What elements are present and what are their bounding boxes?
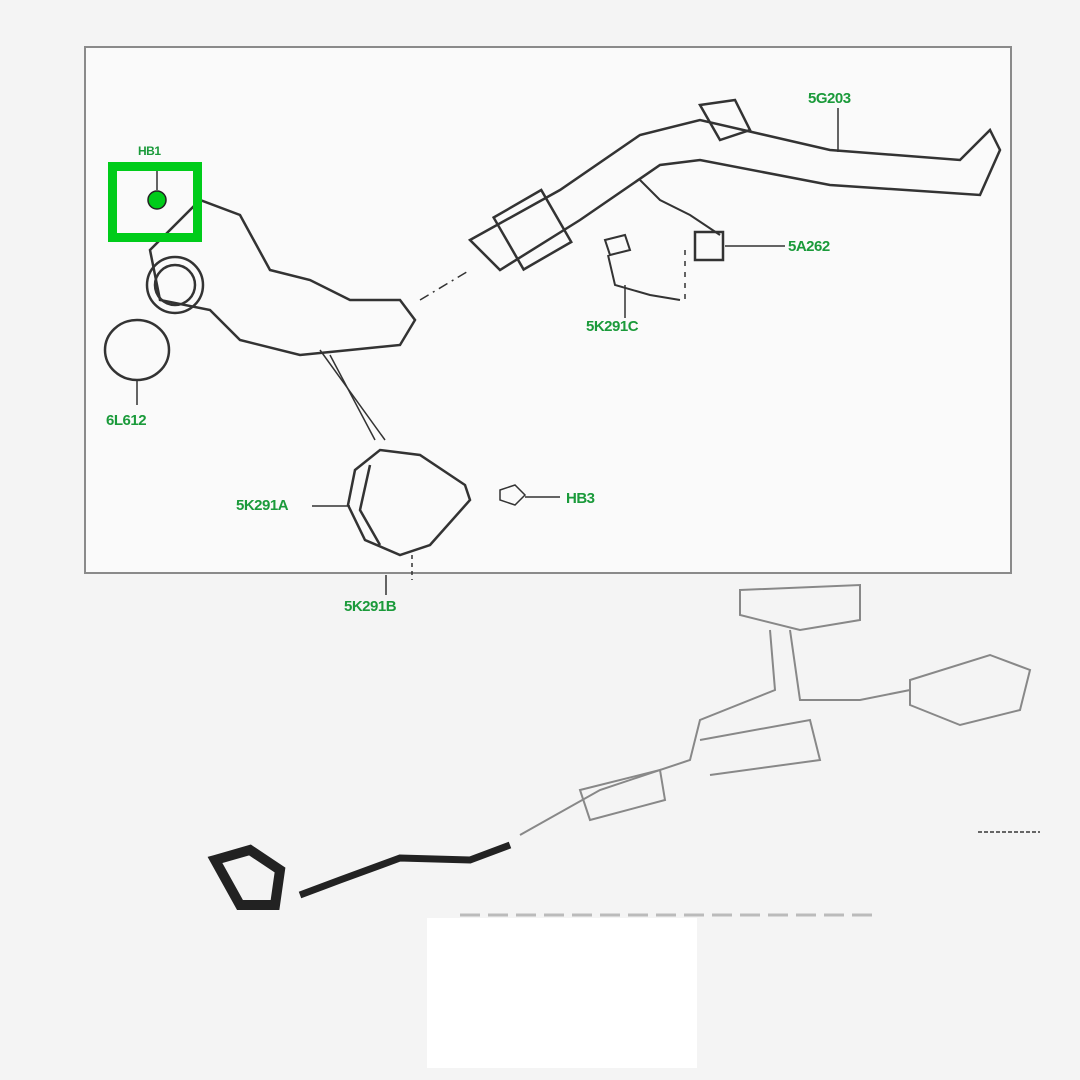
label-5k291c[interactable]: 5K291C	[586, 318, 639, 335]
full-exhaust-system	[519, 583, 1032, 836]
label-hb1[interactable]: HB1	[138, 144, 161, 158]
highlight-box[interactable]	[108, 162, 202, 242]
label-6l612[interactable]: 6L612	[106, 412, 147, 429]
blank-panel	[427, 918, 697, 1068]
catalytic-converter	[145, 198, 417, 357]
label-hb3[interactable]: HB3	[566, 490, 595, 507]
mounting-bracket	[693, 230, 725, 262]
detail-diagram-frame	[84, 46, 1012, 574]
label-5g203[interactable]: 5G203	[808, 90, 851, 107]
gasket-ring	[103, 318, 171, 382]
label-5a262[interactable]: 5A262	[788, 238, 830, 255]
front-pipe	[467, 98, 1002, 272]
heat-shield	[346, 448, 472, 557]
hb1-fastener-icon	[147, 190, 167, 210]
front-downpipe-overview	[207, 841, 512, 910]
label-5k291b[interactable]: 5K291B	[344, 598, 397, 615]
label-5k291a[interactable]: 5K291A	[236, 497, 289, 514]
